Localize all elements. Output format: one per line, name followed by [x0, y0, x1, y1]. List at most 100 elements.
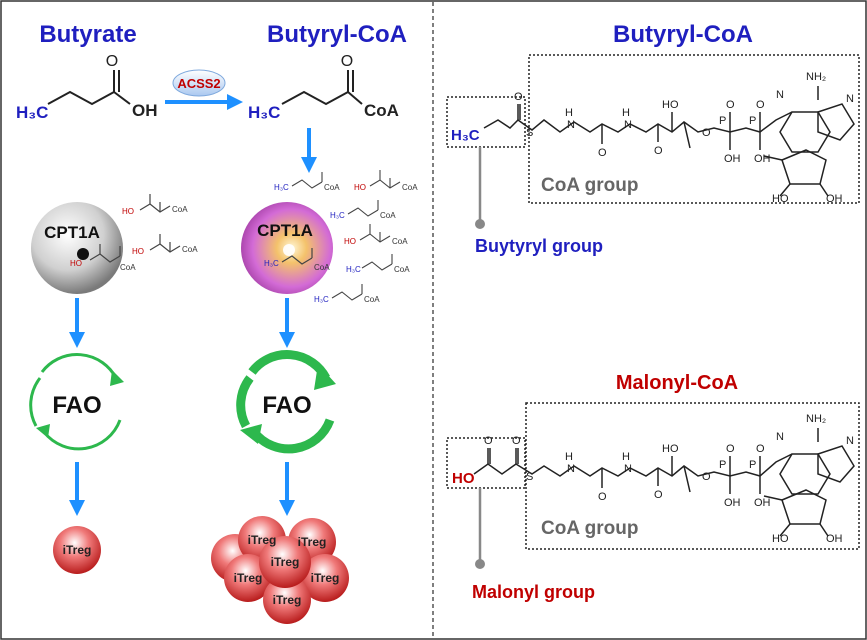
n-label-a: N: [567, 119, 575, 131]
coa-mini-1: CoA: [120, 263, 136, 272]
h3c-mini-c: H₃C: [330, 211, 345, 220]
itreg-label-c4: iTreg: [234, 571, 263, 585]
o-label-c: O: [654, 145, 663, 157]
h3c-label-2: H₃C: [248, 103, 280, 122]
h3c-right-1: H₃C: [451, 127, 480, 144]
carbonyl-o: O: [106, 53, 118, 70]
n-label-m4: N: [846, 435, 854, 447]
butyryl-coa-title-left: Butyryl-CoA: [267, 21, 407, 48]
o-label-a: O: [514, 91, 523, 103]
fao-label-2: FAO: [262, 392, 311, 419]
itreg-cell-single: [53, 526, 101, 574]
itreg-cluster: [211, 516, 349, 624]
coa-mini-d: CoA: [392, 237, 408, 246]
coa-group-box-1: [528, 54, 860, 204]
nh2-label-a: NH₂: [806, 71, 826, 83]
itreg-label-c6: iTreg: [273, 593, 302, 607]
o-label-d: O: [702, 127, 711, 139]
butyryl-coa-skeleton: [483, 86, 855, 197]
ho-label-b: HO: [772, 193, 789, 205]
small-molecules: [291, 170, 401, 301]
binding-site-dot: [77, 248, 89, 260]
coa-mini-e: CoA: [394, 265, 410, 274]
ho-right-malonyl: HO: [452, 470, 475, 487]
coa-group-box-2: [525, 402, 860, 550]
malonyl-free-2: [149, 234, 181, 253]
butyrate-structure: [47, 70, 131, 106]
h3c-mini-e: H₃C: [346, 265, 361, 274]
h-label-a: H: [565, 107, 573, 119]
nh2-label-b: NH₂: [806, 413, 826, 425]
o-label-m5: O: [702, 471, 711, 483]
malonyl-bound: [89, 244, 121, 263]
ho-mini-b: HO: [354, 183, 366, 192]
h-label-m1: H: [565, 451, 573, 463]
n-label-m1: N: [567, 463, 575, 475]
h3c-mini-bound: H₃C: [264, 259, 279, 268]
coa-mini-bound: CoA: [314, 263, 330, 272]
cpt1a-label-1: CPT1A: [44, 223, 100, 242]
itreg-label-c2: iTreg: [298, 535, 327, 549]
ho-mini-2: HO: [122, 207, 134, 216]
h-label-m2: H: [622, 451, 630, 463]
oh-label-m2: OH: [754, 497, 771, 509]
ho-mini-d: HO: [344, 237, 356, 246]
p-label-m1: P: [719, 459, 726, 471]
itreg-label-c3: iTreg: [271, 555, 300, 569]
acss2-label: ACSS2: [177, 76, 220, 91]
butyryl-coa-structure: [281, 70, 363, 106]
oh-label-m1: OH: [724, 497, 741, 509]
active-site: [283, 244, 295, 256]
malonyl-pointer-dot: [475, 559, 485, 569]
carbonyl-o2: O: [341, 53, 353, 70]
oh-label-c: OH: [826, 193, 843, 205]
itreg-label-single: iTreg: [63, 543, 92, 557]
itreg-label-c1: iTreg: [248, 533, 277, 547]
coa-mini-3: CoA: [182, 245, 198, 254]
coa-mini-c: CoA: [380, 211, 396, 220]
butyryl-pointer-dot: [475, 219, 485, 229]
fao-arrowhead-2: [36, 424, 50, 438]
coa-group-label-1: CoA group: [541, 175, 638, 196]
coa-label: CoA: [364, 101, 399, 120]
cpt1a-gray-ball: [31, 202, 123, 294]
o-label-m6: O: [726, 443, 735, 455]
n-label-d: N: [846, 93, 854, 105]
o-label-m2: O: [512, 435, 521, 447]
o-label-e: O: [726, 99, 735, 111]
butyrate-title: Butyrate: [39, 21, 136, 48]
oh-label-b: OH: [754, 153, 771, 165]
o-label-m4: O: [654, 489, 663, 501]
h3c-mini-f: H₃C: [314, 295, 329, 304]
acss2-pill: [172, 69, 226, 97]
s-label-m: S: [526, 471, 533, 483]
ho-label-m: HO: [662, 443, 679, 455]
fao-cycle-thin: [29, 353, 122, 451]
h3c-mini-a: H₃C: [274, 183, 289, 192]
butyryl-coa-title-right: Butyryl-CoA: [613, 21, 753, 48]
butyryl-group-label: Buytyryl group: [475, 236, 603, 256]
p-label-a: P: [719, 115, 726, 127]
o-label-m1: O: [484, 435, 493, 447]
p-label-m2: P: [749, 459, 756, 471]
n-label-c: N: [776, 89, 784, 101]
itreg-label-c5: iTreg: [311, 571, 340, 585]
o-label-f: O: [756, 99, 765, 111]
oh-label-m3: OH: [826, 533, 843, 545]
coa-mini-f: CoA: [364, 295, 380, 304]
coa-mini-a: CoA: [324, 183, 340, 192]
oh-label: OH: [132, 101, 158, 120]
malonyl-coa-skeleton: [473, 428, 855, 537]
ho-label-a: HO: [662, 99, 679, 111]
malonyl-free-1: [139, 194, 171, 213]
cpt1a-label-2: CPT1A: [257, 221, 313, 240]
ho-label-m2: HO: [772, 533, 789, 545]
fao-arrowhead-4: [240, 424, 262, 444]
o-label-m3: O: [598, 491, 607, 503]
ho-mini-3: HO: [132, 247, 144, 256]
o-label-b: O: [598, 147, 607, 159]
h3c-label: H₃C: [16, 103, 48, 122]
o-label-m7: O: [756, 443, 765, 455]
